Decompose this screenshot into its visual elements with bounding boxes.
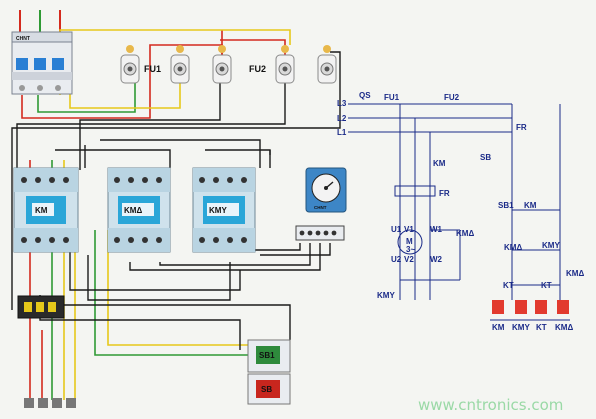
w2-label: W2 — [430, 255, 443, 264]
kmd-right-label: KMΔ — [566, 269, 584, 278]
fr-top-label: FR — [516, 123, 527, 132]
coil-km — [492, 300, 504, 314]
motor-3-label: 3~ — [406, 245, 415, 254]
time-relay-kt[interactable]: CHNT — [295, 167, 347, 241]
v2-label: V2 — [404, 255, 414, 264]
km-label: KM — [35, 206, 48, 215]
kmd-contact-label: KMΔ — [456, 229, 474, 238]
kt1-label: KT — [503, 281, 514, 290]
l3-label: L3 — [337, 99, 347, 108]
kmy-contact-label: KMY — [542, 241, 560, 250]
u1-label: U1 — [391, 225, 402, 234]
fr-thermal-label: FR — [439, 189, 450, 198]
km-hold-label: KM — [524, 201, 537, 210]
schematic-labels: QS FU1 FU2 L3 L2 L1 FR KM SB FR SB1 KM U… — [337, 91, 584, 332]
schematic — [348, 103, 570, 321]
coil-kmy — [515, 300, 527, 314]
relay-brand: CHNT — [314, 205, 327, 210]
contactor-kmy[interactable]: KMY — [192, 167, 256, 253]
kmd-coil-contact-label: KMΔ — [504, 243, 522, 252]
push-button-sb[interactable]: SB — [247, 373, 291, 405]
km-main-label: KM — [433, 159, 446, 168]
sb-sch-label: SB — [480, 153, 491, 162]
kmy-main-label: KMY — [377, 291, 395, 300]
fu1-label: FU1 — [144, 64, 161, 74]
terminal-block — [24, 398, 76, 408]
w1-label: W1 — [430, 225, 443, 234]
push-button-sb1[interactable]: SB1 — [247, 339, 291, 373]
coil-km-label: KM — [492, 323, 505, 332]
fuse[interactable] — [212, 45, 232, 84]
coil-kmy-label: KMY — [512, 323, 530, 332]
u2-label: U2 — [391, 255, 402, 264]
contactor-kmd[interactable]: KMΔ — [107, 167, 171, 253]
l2-label: L2 — [337, 114, 347, 123]
fuse-group-fu2: FU2 — [212, 45, 337, 84]
contactor-km[interactable]: KM — [13, 167, 79, 253]
breaker-brand: CHNT — [16, 36, 30, 42]
watermark: www.cntronics.com — [418, 396, 563, 414]
fuse[interactable] — [275, 45, 295, 84]
kmd-label: KMΔ — [124, 206, 142, 215]
kmy-label: KMY — [209, 206, 227, 215]
coil-kt-label: KT — [536, 323, 547, 332]
fuse[interactable] — [120, 45, 140, 84]
qs-label: QS — [359, 91, 371, 100]
l1-label: L1 — [337, 128, 347, 137]
sb1-label: SB1 — [259, 351, 275, 360]
power-input-wires — [19, 10, 61, 32]
coil-kmd — [557, 300, 569, 314]
fuse[interactable] — [317, 45, 337, 84]
sb-label: SB — [261, 385, 272, 394]
fu2-label: FU2 — [249, 64, 266, 74]
sch-fu1-label: FU1 — [384, 93, 400, 102]
v1-label: V1 — [404, 225, 414, 234]
motor-m-label: M — [406, 237, 413, 246]
coil-kmd-label: KMΔ — [555, 323, 573, 332]
coil-kt — [535, 300, 547, 314]
circuit-breaker[interactable]: CHNT — [11, 31, 73, 95]
fuse-group-fu1: FU1 — [120, 45, 190, 84]
sb1-sch-label: SB1 — [498, 201, 514, 210]
sch-fu2-label: FU2 — [444, 93, 460, 102]
thermal-relay-fr[interactable] — [17, 295, 65, 319]
fuse[interactable] — [170, 45, 190, 84]
kt2-label: KT — [541, 281, 552, 290]
